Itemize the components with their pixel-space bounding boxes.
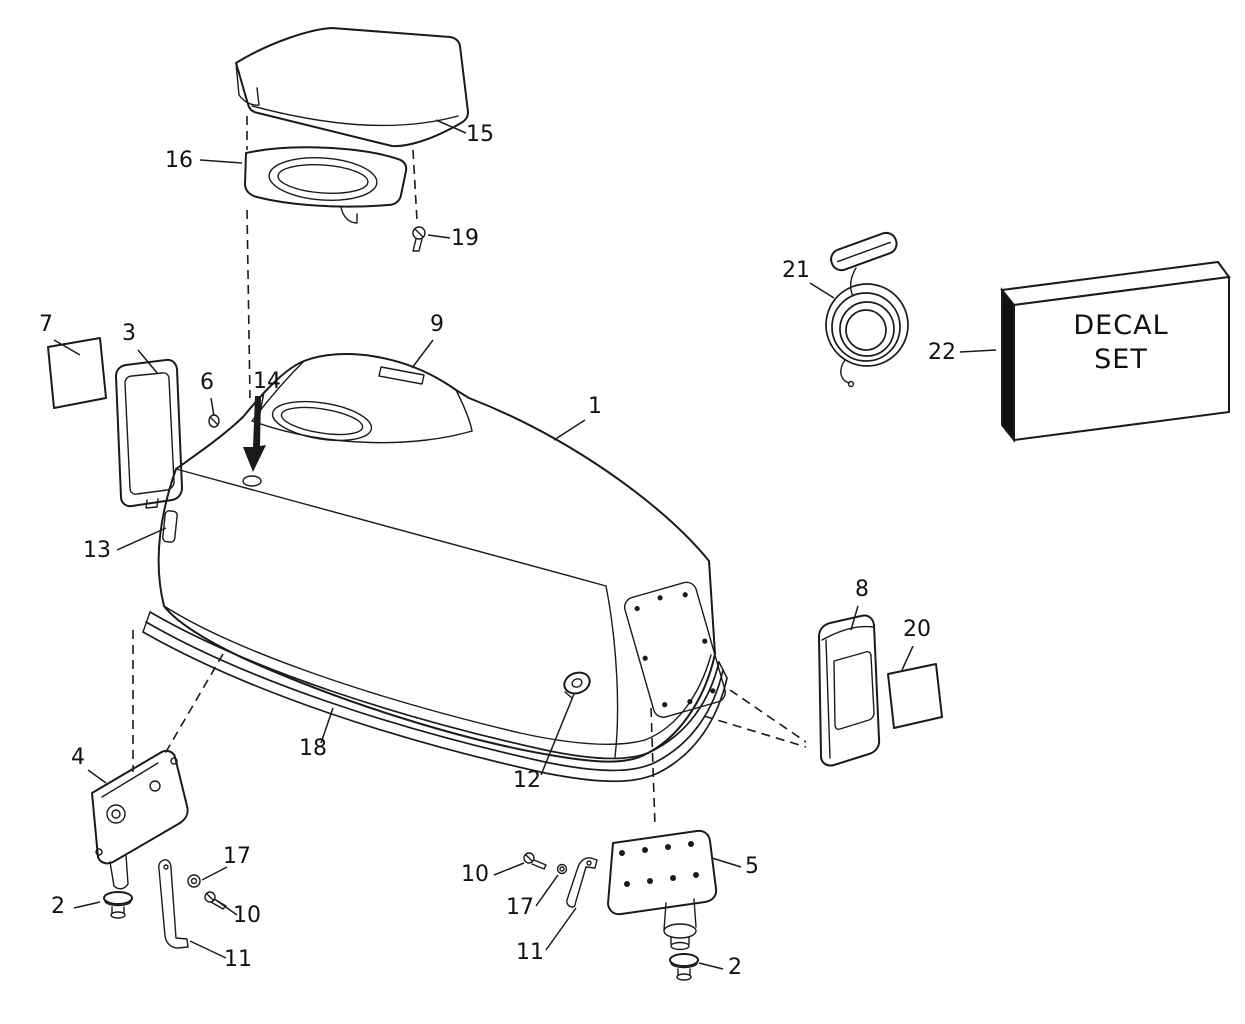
part-2-bumper-left [103, 891, 133, 919]
part-15-top-cover-panel [235, 27, 469, 148]
callout-12: 12 [513, 768, 541, 793]
callout-16: 16 [165, 148, 193, 173]
callout-17-center: 17 [506, 895, 534, 920]
callout-leaders [53, 119, 997, 970]
part-8-rear-door [818, 614, 881, 767]
part-2-bumper-right [669, 953, 699, 981]
part-10-screw-left [204, 891, 227, 910]
handle-recess [271, 400, 373, 442]
part-22-decal-set-box: DECAL SET [1000, 260, 1231, 443]
callout-19: 19 [451, 226, 479, 251]
fastener-hole [242, 475, 262, 487]
callout-6: 6 [200, 370, 214, 395]
rear-recessed-panel [623, 581, 726, 718]
callout-1: 1 [588, 394, 602, 419]
callout-15: 15 [466, 122, 494, 147]
callout-11-center: 11 [516, 940, 544, 965]
callout-22: 22 [928, 340, 956, 365]
part-11-strap-left [158, 859, 189, 949]
part-21-cord-assembly [825, 231, 909, 388]
callout-7: 7 [39, 312, 53, 337]
part-16-support-ring [244, 146, 408, 224]
part-17-washer-left [187, 874, 201, 888]
part-3-side-plate [115, 358, 183, 509]
callout-5: 5 [745, 854, 759, 879]
part-1-engine-cover [157, 353, 726, 763]
part-13-clip [162, 510, 178, 543]
decal-box-front [1013, 275, 1230, 442]
callout-10-center: 10 [461, 862, 489, 887]
part-20-decal [887, 663, 943, 729]
callout-4: 4 [71, 745, 85, 770]
callout-2-left: 2 [51, 894, 65, 919]
callout-13: 13 [83, 538, 111, 563]
latch-slot [378, 366, 425, 385]
callout-8: 8 [855, 577, 869, 602]
callout-10-left: 10 [233, 903, 261, 928]
callout-17-left: 17 [223, 844, 251, 869]
part-4-front-bracket [91, 749, 189, 890]
part-11-strap-center [566, 857, 598, 908]
callout-9: 9 [430, 312, 444, 337]
callout-labels: 15 16 19 21 22 7 3 9 6 14 1 8 20 13 18 1… [39, 122, 956, 980]
callout-2-right: 2 [728, 955, 742, 980]
part-17-washer-center [556, 863, 568, 875]
callout-21: 21 [782, 258, 810, 283]
callout-14: 14 [253, 369, 281, 394]
part-5-rear-mount-plate [607, 829, 718, 951]
callout-20: 20 [903, 617, 931, 642]
decal-box-side [1001, 287, 1015, 443]
part-7-decal [47, 337, 107, 409]
part-6-grommet [208, 414, 220, 428]
assembly-dashed-lines [132, 116, 807, 827]
part-19-screw [412, 226, 426, 252]
callout-3: 3 [122, 321, 136, 346]
callout-18: 18 [299, 736, 327, 761]
decal-box-label-line1: DECAL [1073, 310, 1168, 341]
decal-box-label-line2: SET [1094, 344, 1148, 375]
callout-11-left: 11 [224, 947, 252, 972]
part-18-lower-seal [142, 611, 728, 783]
part-12-latch [563, 671, 591, 699]
part-10-screw-center [523, 852, 547, 870]
